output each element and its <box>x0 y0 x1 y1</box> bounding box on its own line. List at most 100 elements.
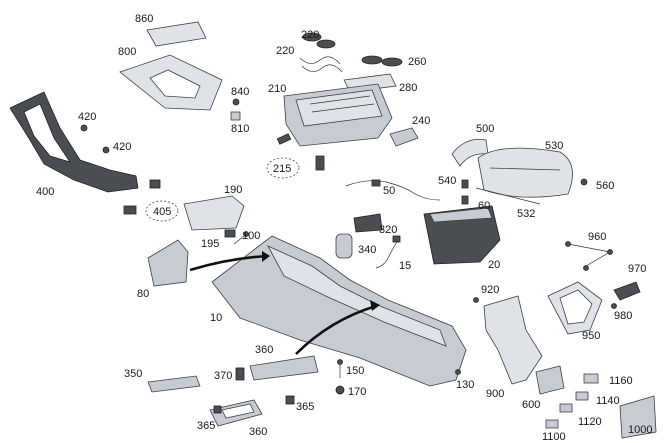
part-label: 150 <box>346 365 365 377</box>
part-label: 860 <box>135 13 154 25</box>
part-label: 532 <box>517 208 536 220</box>
part-label: 1100 <box>542 431 566 443</box>
part-label: 1000 <box>628 424 653 436</box>
part-label: 170 <box>348 386 367 398</box>
part-label: 215 <box>273 163 292 175</box>
part-label: 900 <box>486 388 505 400</box>
part-label: 210 <box>268 83 287 95</box>
part-label: 320 <box>379 224 398 236</box>
arrow-10-left <box>189 251 270 272</box>
part-540-clip <box>461 179 469 189</box>
part-195-insert <box>224 229 236 238</box>
part-170-knob <box>335 385 345 395</box>
part-label: 220 <box>301 29 320 41</box>
part-50-cable <box>345 179 441 201</box>
part-label: 10 <box>210 312 223 324</box>
part-530-armrest <box>477 147 573 198</box>
part-320-holder <box>353 213 383 233</box>
part-20-box <box>423 205 501 265</box>
part-80-side-cover <box>147 239 189 287</box>
part-label: 20 <box>488 259 501 271</box>
part-860-lid <box>146 21 207 47</box>
part-label: 1160 <box>609 375 633 387</box>
part-label: 420 <box>113 141 132 153</box>
part-label: 1120 <box>578 416 602 428</box>
part-label: 420 <box>78 111 97 123</box>
part-label: 60 <box>478 200 491 212</box>
part-10-main-console <box>211 235 467 387</box>
part-360-frame <box>209 399 263 427</box>
part-840-screw <box>232 98 240 106</box>
part-label: 365 <box>296 401 315 413</box>
part-1160-switch <box>583 373 599 384</box>
part-240-bracket <box>389 127 419 147</box>
part-810-nut <box>230 111 241 121</box>
part-210-switch-unit <box>283 83 393 147</box>
part-60-bolt <box>461 195 469 205</box>
part-label: 340 <box>358 244 377 256</box>
part-260-pads <box>361 55 403 67</box>
part-label: 600 <box>522 399 541 411</box>
part-label: 130 <box>456 379 475 391</box>
part-label: 970 <box>628 263 647 275</box>
part-215-parts <box>266 133 325 179</box>
part-15-cable <box>375 235 401 269</box>
part-label: 400 <box>36 186 55 198</box>
part-label: 240 <box>412 115 431 127</box>
part-label: 920 <box>481 284 500 296</box>
part-label: 15 <box>399 260 412 272</box>
part-365-insert <box>213 405 222 414</box>
part-420-clips <box>80 124 110 154</box>
part-350-bracket <box>147 375 201 393</box>
part-label: 365 <box>197 420 216 432</box>
part-label: 100 <box>242 230 261 242</box>
part-label: 560 <box>596 180 615 192</box>
part-800-trim-frame <box>119 54 223 111</box>
part-900-trim <box>483 295 543 385</box>
part-950-bezel <box>547 281 603 335</box>
part-label: 980 <box>614 310 633 322</box>
part-1120-switch <box>559 403 573 413</box>
part-label: 260 <box>408 56 427 68</box>
part-1140-switch <box>575 391 589 401</box>
part-970-socket <box>613 281 641 301</box>
part-label: 540 <box>438 175 457 187</box>
part-label: 220 <box>276 45 295 57</box>
part-label: 360 <box>249 426 268 438</box>
part-980-screw <box>611 303 617 309</box>
arrow-10-right <box>295 300 380 355</box>
part-190-tray <box>183 195 245 231</box>
part-405-parts <box>123 179 179 222</box>
part-label: 500 <box>476 123 495 135</box>
part-130-screw <box>455 369 461 375</box>
part-1100-switch <box>545 419 559 429</box>
part-1000-panel <box>619 395 657 439</box>
part-340-cup <box>335 233 353 259</box>
part-370-switch <box>235 367 245 381</box>
part-label: 530 <box>545 140 564 152</box>
part-label: 195 <box>201 238 220 250</box>
part-label: 350 <box>124 368 143 380</box>
part-150-screw <box>337 359 343 378</box>
part-label: 405 <box>153 206 172 218</box>
part-360-switch-panel <box>249 355 319 381</box>
part-label: 280 <box>399 82 418 94</box>
part-960-cable <box>565 241 613 271</box>
part-label: 950 <box>582 330 601 342</box>
part-label: 840 <box>231 86 250 98</box>
part-label: 960 <box>588 231 607 243</box>
part-920-screw <box>473 297 479 303</box>
part-label: 50 <box>383 185 396 197</box>
part-label: 80 <box>137 288 150 300</box>
part-600-module <box>535 365 565 395</box>
part-220-clips <box>299 32 343 73</box>
part-label: 810 <box>231 123 250 135</box>
part-365-button <box>285 395 295 405</box>
part-100-screw <box>233 231 249 245</box>
part-560-bolt <box>580 178 588 186</box>
part-label: 190 <box>224 184 243 196</box>
part-label: 1140 <box>596 395 620 407</box>
part-label: 370 <box>214 370 233 382</box>
